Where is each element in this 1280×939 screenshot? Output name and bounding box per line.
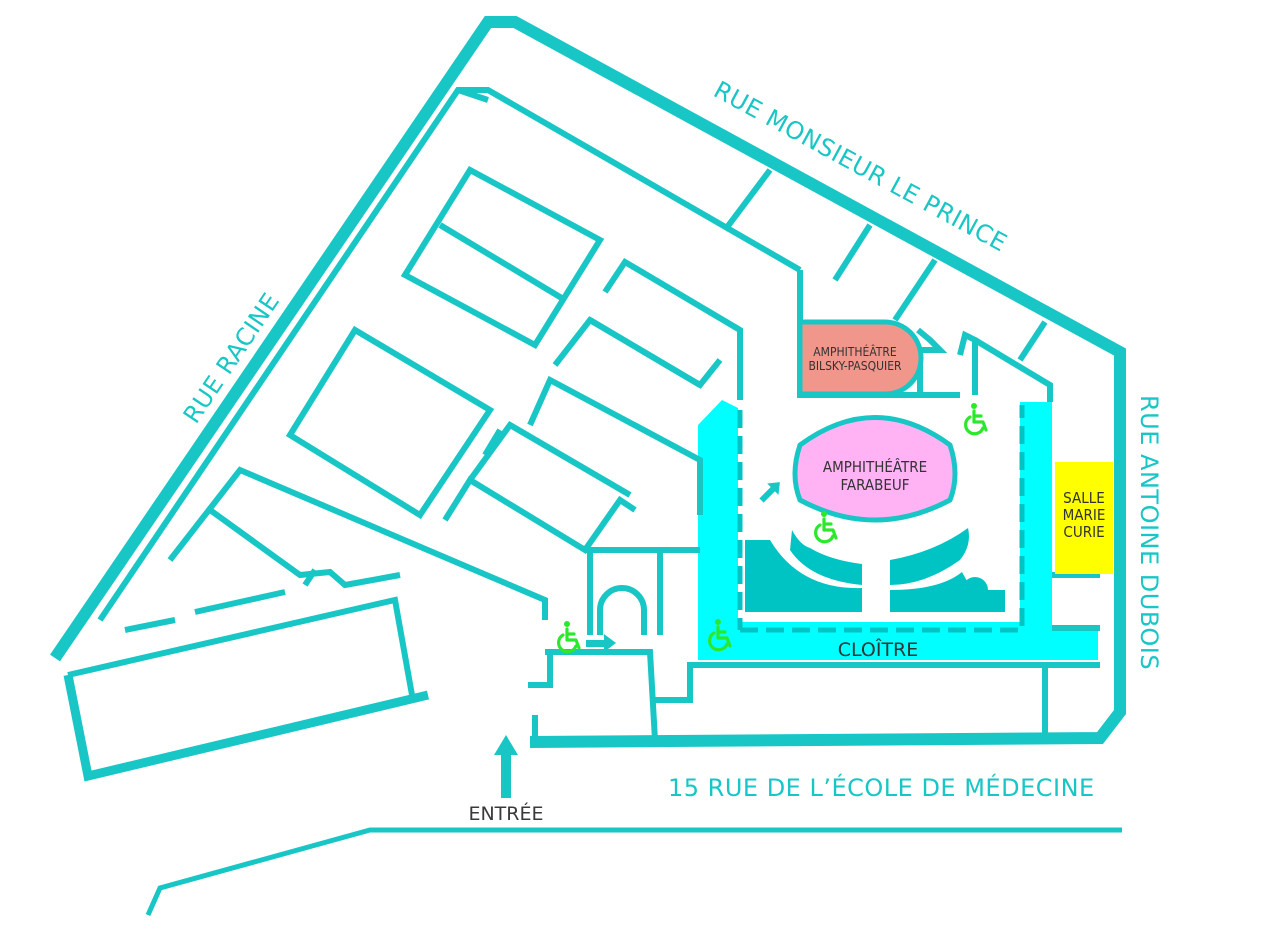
amphi-farabeuf-line2: FARABEUF (840, 476, 909, 494)
direction-arrow-icon (586, 634, 616, 652)
entrance[interactable]: ENTRÉE (468, 735, 544, 825)
amphi-farabeuf-shape (792, 415, 958, 523)
building-outline (50, 16, 1126, 782)
street-rue-ecole-medecine: 15 RUE DE L’ÉCOLE DE MÉDECINE (668, 773, 1095, 802)
wheelchair-icon (964, 401, 988, 436)
amphi-farabeuf[interactable]: AMPHITHÉÂTRE FARABEUF (792, 415, 958, 523)
amphi-bilsky-line1: AMPHITHÉÂTRE (813, 344, 897, 359)
direction-arrow-icon (759, 482, 780, 503)
salle-marie-curie-line2: MARIE (1063, 506, 1106, 524)
amphi-bilsky-pasquier[interactable]: AMPHITHÉÂTRE BILSKY-PASQUIER (797, 319, 924, 397)
cloitre-label: CLOÎTRE (838, 638, 919, 661)
cloitre-inner-walls (737, 405, 1025, 633)
road-line (145, 827, 1122, 917)
salle-marie-curie-line3: CURIE (1063, 523, 1104, 541)
street-rue-antoine-dubois: RUE ANTOINE DUBOIS (1135, 395, 1163, 670)
salle-marie-curie-shape (1055, 462, 1113, 574)
amphi-bilsky-shape (797, 319, 924, 397)
entrance-arrow-icon (494, 735, 518, 798)
salle-marie-curie[interactable]: SALLE MARIE CURIE (1055, 462, 1113, 574)
entrance-label: ENTRÉE (468, 802, 543, 825)
amphi-bilsky-line2: BILSKY-PASQUIER (808, 359, 902, 373)
interior-walls (67, 87, 1100, 745)
salle-marie-curie-line1: SALLE (1063, 489, 1105, 507)
courtyard-structures (745, 528, 1005, 612)
wheelchair-icon (557, 619, 581, 654)
amphi-farabeuf-line1: AMPHITHÉÂTRE (823, 457, 927, 476)
street-rue-monsieur-le-prince: RUE MONSIEUR LE PRINCE (709, 76, 1012, 258)
